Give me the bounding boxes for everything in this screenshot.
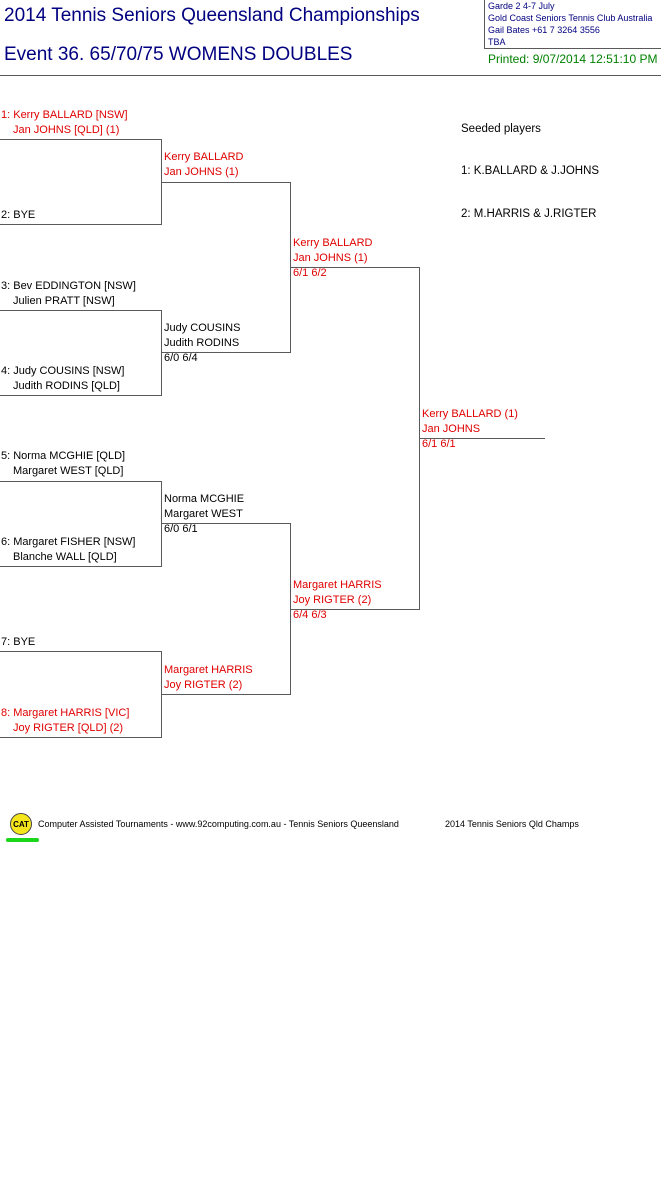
- entry-line-1: 1: Kerry BALLARD [NSW]: [1, 109, 128, 121]
- round2-entry-3-score: 6/0 6/1: [164, 523, 198, 535]
- info-line-tba: TBA: [488, 37, 506, 47]
- info-line-contact: Gail Bates +61 7 3264 3556: [488, 25, 600, 35]
- info-line-dates: Garde 2 4-7 July: [488, 1, 555, 11]
- event-title: Event 36. 65/70/75 WOMENS DOUBLES: [4, 44, 353, 65]
- round1-line-4: [0, 395, 161, 396]
- round1-line-7: [0, 651, 161, 652]
- round1-line-2: [0, 224, 161, 225]
- tournament-title: 2014 Tennis Seniors Queensland Champions…: [4, 5, 420, 26]
- round1-entry-3-line-1: 3: Bev EDDINGTON [NSW]: [1, 280, 136, 292]
- round2-entry-1-line-1: Kerry BALLARD: [164, 151, 244, 163]
- r1-connector-3: [161, 481, 162, 567]
- round2-entry-3-line-2: Margaret WEST: [164, 508, 243, 520]
- seed-1: 1: K.BALLARD & J.JOHNS: [461, 165, 600, 177]
- round1-entry-2: 2: BYE: [1, 209, 36, 221]
- round1-line-3: [0, 310, 161, 311]
- round1-entry-5-line-2: Margaret WEST [QLD]: [13, 465, 124, 477]
- round1-line-5: [0, 481, 161, 482]
- round2-entry-4-line-2: Joy RIGTER (2): [164, 679, 243, 691]
- round1-entry-8-line-2: Joy RIGTER [QLD] (2): [13, 722, 124, 734]
- info-box-left-border: [484, 0, 485, 48]
- semi-entry-2-line-2: Joy RIGTER (2): [293, 594, 372, 606]
- info-line-venue: Gold Coast Seniors Tennis Club Australia: [488, 13, 653, 23]
- round1-line-6: [0, 566, 161, 567]
- semi-entry-2-score: 6/4 6/3: [293, 609, 327, 621]
- round1-entry-7: 7: BYE: [1, 636, 36, 648]
- cat-logo-icon: CAT: [10, 813, 32, 835]
- round1-entry-6-line-1: 6: Margaret FISHER [NSW]: [1, 536, 136, 548]
- semi-entry-1-line-1: Kerry BALLARD: [293, 237, 373, 249]
- final-entry-score: 6/1 6/1: [422, 438, 456, 450]
- final-line: [419, 438, 545, 439]
- round1-entry-4-line-2: Judith RODINS [QLD]: [13, 380, 120, 392]
- semi-entry-1-score: 6/1 6/2: [293, 267, 327, 279]
- round2-entry-1-line-2: Jan JOHNS (1): [164, 166, 239, 178]
- final-entry-line-1: Kerry BALLARD (1): [422, 408, 518, 420]
- round1-line-1: [0, 139, 161, 140]
- semi-entry-1-line-2: Jan JOHNS (1): [293, 252, 368, 264]
- header-divider: [0, 75, 661, 76]
- info-box-bottom-border: [484, 48, 661, 49]
- semi-entry-2-line-1: Margaret HARRIS: [293, 579, 382, 591]
- round1-entry-5-line-1: 5: Norma MCGHIE [QLD]: [1, 450, 126, 462]
- round1-entry-8-line-1: 8: Margaret HARRIS [VIC]: [1, 707, 130, 719]
- round1-line-8: [0, 737, 161, 738]
- round2-entry-2-line-2: Judith RODINS: [164, 337, 240, 349]
- round2-entry-4-line-1: Margaret HARRIS: [164, 664, 253, 676]
- round2-line-2: [161, 352, 290, 353]
- seeded-players-heading: Seeded players: [461, 123, 541, 135]
- footer-credit: Computer Assisted Tournaments - www.92co…: [38, 819, 399, 829]
- round1-entry-4-line-1: 4: Judy COUSINS [NSW]: [1, 365, 125, 377]
- round1-entry-3-line-2: Julien PRATT [NSW]: [13, 295, 115, 307]
- seed-2: 2: M.HARRIS & J.RIGTER: [461, 208, 597, 220]
- cat-logo-underline: [6, 838, 39, 842]
- semi-line-1: [290, 267, 419, 268]
- round2-line-1: [161, 182, 290, 183]
- printed-timestamp: Printed: 9/07/2014 12:51:10 PM: [488, 52, 658, 66]
- round2-entry-3-line-1: Norma MCGHIE: [164, 493, 245, 505]
- round2-entry-2-score: 6/0 6/4: [164, 352, 198, 364]
- r1-connector-2: [161, 310, 162, 396]
- round2-entry-2-line-1: Judy COUSINS: [164, 322, 241, 334]
- round2-line-4: [161, 694, 290, 695]
- semi-line-2: [290, 609, 419, 610]
- entry-line-2: Jan JOHNS [QLD] (1): [13, 124, 120, 136]
- round2-line-3: [161, 523, 290, 524]
- round1-entry-6-line-2: Blanche WALL [QLD]: [13, 551, 117, 563]
- final-entry-line-2: Jan JOHNS: [422, 423, 481, 435]
- footer-tournament: 2014 Tennis Seniors Qld Champs: [445, 819, 579, 829]
